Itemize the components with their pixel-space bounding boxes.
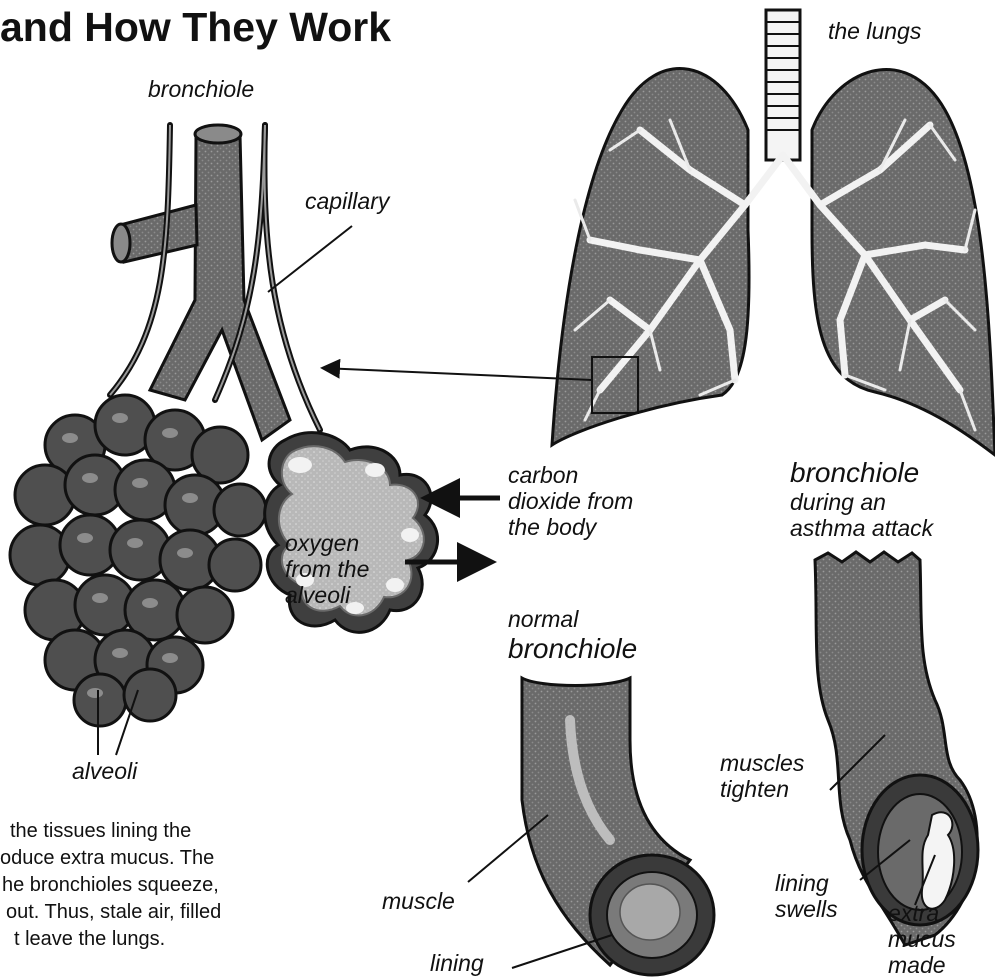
- bronchiole-alveoli-illustration: [10, 125, 438, 755]
- muscles-tighten-line1: muscles: [720, 750, 804, 776]
- extra-mucus-line1: extra: [888, 900, 956, 926]
- capillary-label: capillary: [305, 188, 389, 214]
- alveoli-label: alveoli: [72, 758, 137, 784]
- o2-label-line2: from the: [285, 556, 369, 582]
- bronchiole-label: bronchiole: [148, 76, 254, 102]
- asthma-bronchiole-illustration: [815, 552, 978, 945]
- body-line-1: the tissues lining the: [0, 818, 221, 845]
- page-title: and How They Work: [0, 4, 391, 50]
- asthma-subtitle: during an asthma attack: [790, 489, 933, 541]
- normal-label: normal: [508, 606, 578, 632]
- extra-mucus-line3: made: [888, 952, 956, 978]
- asthma-bronchiole-label: bronchiole: [790, 458, 919, 488]
- extra-mucus-label: extra mucus made: [888, 900, 956, 978]
- muscles-tighten-label: muscles tighten: [720, 750, 804, 802]
- normal-bronchiole-illustration: [468, 678, 714, 975]
- lungs-label: the lungs: [828, 18, 921, 44]
- muscle-label: muscle: [382, 888, 455, 914]
- asthma-subtitle-line1: during an: [790, 489, 933, 515]
- lungs-illustration: [552, 10, 995, 455]
- co2-label-line1: carbon: [508, 462, 633, 488]
- body-line-2: oduce extra mucus. The: [0, 845, 221, 872]
- lining-label: lining: [430, 950, 484, 976]
- lining-swells-label: lining swells: [775, 870, 838, 922]
- lining-swells-line1: lining: [775, 870, 838, 896]
- o2-label-line3: alveoli: [285, 582, 369, 608]
- body-line-3: he bronchioles squeeze,: [0, 872, 221, 899]
- co2-label-line2: dioxide from: [508, 488, 633, 514]
- body-paragraph: the tissues lining the oduce extra mucus…: [0, 818, 221, 953]
- lining-swells-line2: swells: [775, 896, 838, 922]
- o2-label-line1: oxygen: [285, 530, 369, 556]
- extra-mucus-line2: mucus: [888, 926, 956, 952]
- asthma-subtitle-line2: asthma attack: [790, 515, 933, 541]
- body-line-4: out. Thus, stale air, filled: [0, 899, 221, 926]
- muscles-tighten-line2: tighten: [720, 776, 804, 802]
- o2-label: oxygen from the alveoli: [285, 530, 369, 608]
- co2-label: carbon dioxide from the body: [508, 462, 633, 540]
- co2-label-line3: the body: [508, 514, 633, 540]
- normal-bronchiole-label: bronchiole: [508, 634, 637, 664]
- zoom-arrow: [322, 368, 592, 380]
- body-line-5: t leave the lungs.: [0, 926, 221, 953]
